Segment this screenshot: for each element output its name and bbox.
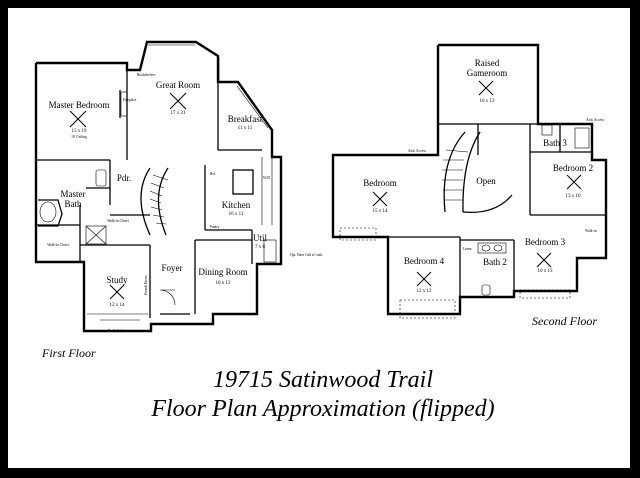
open-label: Open xyxy=(476,176,496,186)
second-floor-plan xyxy=(331,43,608,319)
dining-room-label: Dining Room xyxy=(198,267,247,277)
util-dim: 7 x 8 xyxy=(255,245,266,250)
opt-base-cab-note: Opt. Base Cab w/ sink xyxy=(290,253,322,257)
master-bedroom-dim: 15 x 19 xyxy=(72,129,88,134)
walk-in-note: Walk-in xyxy=(585,229,597,233)
master-bedroom-note: 10' Ceiling xyxy=(71,135,87,139)
title-line-1: 19715 Satinwood Trail xyxy=(213,367,433,393)
breakfast-dim: 11 x 11 xyxy=(238,126,253,131)
util-label: Util xyxy=(253,233,268,243)
attic-access-note-2: Attic Access xyxy=(586,118,605,122)
french-doors-note: French Doors xyxy=(144,275,148,295)
bedroom-label: Bedroom xyxy=(363,178,397,188)
bath2-label: Bath 2 xyxy=(483,257,507,267)
wd-note: W/D xyxy=(263,176,270,180)
master-bath-label-2: Bath xyxy=(65,199,82,209)
first-floor-plan xyxy=(34,40,283,333)
gameroom-dim: 16 x 13 xyxy=(480,99,496,104)
title-line-2: Floor Plan Approximation (flipped) xyxy=(150,396,494,422)
bedroom4-label: Bedroom 4 xyxy=(404,256,445,266)
study-dim: 12 x 14 xyxy=(110,303,126,308)
gameroom-label-1: Raised xyxy=(475,58,500,68)
bedroom2-dim: 13 x 10 xyxy=(566,194,582,199)
master-bedroom-label: Master Bedroom xyxy=(49,100,110,110)
fireplace-note: Fireplace xyxy=(123,98,137,102)
bedroom4-dim: 12 x 12 xyxy=(417,289,433,294)
second-floor-label: Second Floor xyxy=(532,314,597,328)
first-floor-label: First Floor xyxy=(41,346,96,360)
foyer-label: Foyer xyxy=(162,263,183,273)
walk-in-closet-label-1: Walk-in Closet xyxy=(107,219,129,223)
great-room-label: Great Room xyxy=(156,80,200,90)
bath3-label: Bath 3 xyxy=(543,138,567,148)
bedroom3-label: Bedroom 3 xyxy=(525,237,566,247)
bedroom3-dim: 10 x 13 xyxy=(538,269,554,274)
master-bath-label: Master xyxy=(61,189,86,199)
linen-label: Linen xyxy=(463,247,472,251)
bedroom2-label: Bedroom 2 xyxy=(553,163,593,173)
bookshelves-note-2: Bookshelves xyxy=(108,329,127,333)
pantry-note: Pantry xyxy=(210,225,220,229)
gameroom-label-2: Gameroom xyxy=(467,68,508,78)
walk-in-closet-label-2: Walk-in Closet xyxy=(47,243,69,247)
bookshelves-note-1: Bookshelves xyxy=(137,73,156,77)
kitchen-label: Kitchen xyxy=(222,200,251,210)
great-room-dim: 17 x 21 xyxy=(171,111,187,116)
attic-access-note-1: Attic Access xyxy=(408,149,427,153)
dining-room-dim: 10 x 13 xyxy=(216,281,232,286)
drawing-sheet xyxy=(8,8,630,468)
ref-note: Ref. xyxy=(210,172,216,176)
study-label: Study xyxy=(106,275,128,285)
pdr-label: Pdr. xyxy=(117,173,131,183)
first-floor-outer-wall xyxy=(34,40,283,333)
kitchen-dim: 16 x 11 xyxy=(229,212,244,217)
breakfast-label: Breakfast xyxy=(228,114,263,124)
bedroom-dim: 15 x 14 xyxy=(373,209,389,214)
